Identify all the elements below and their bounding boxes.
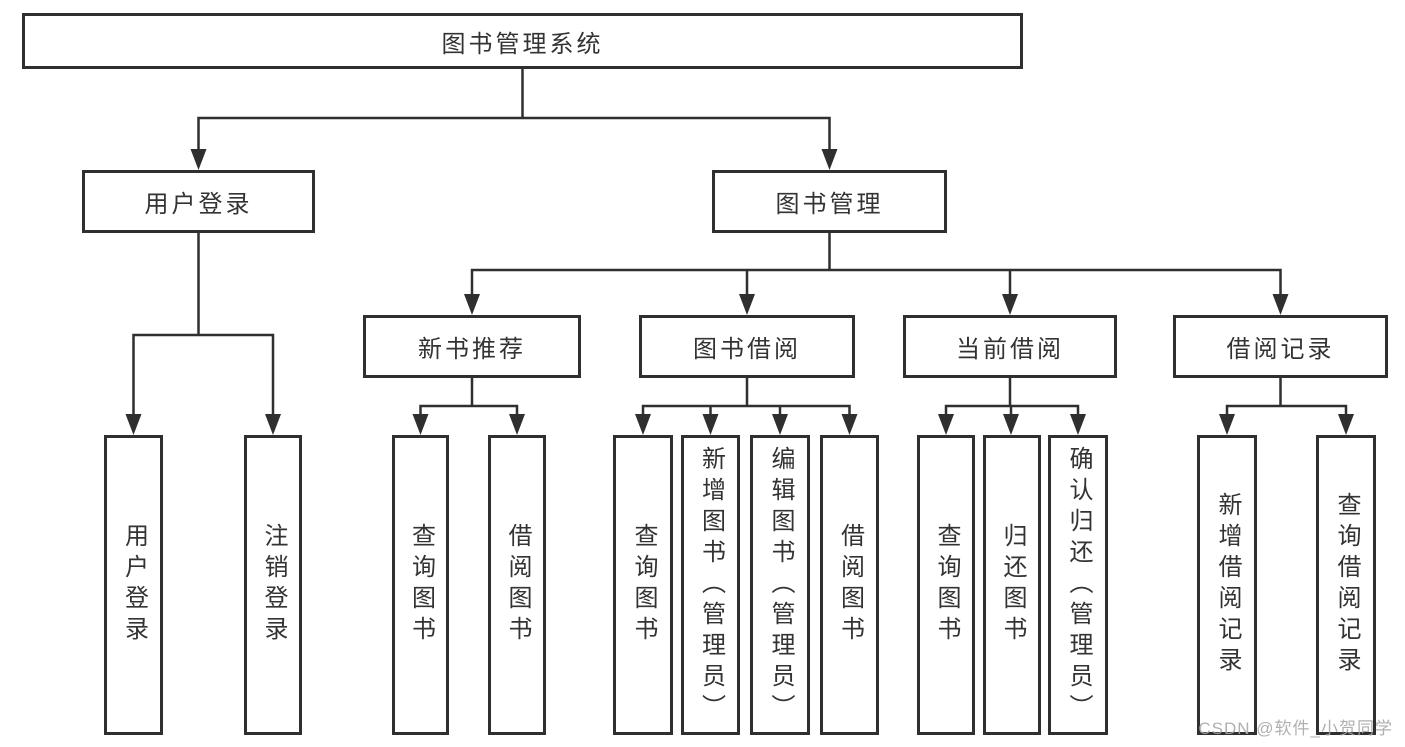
leaf-user-login: 用户登录 [104, 435, 163, 735]
leaf-query-borrow-record: 查询借阅记录 [1316, 435, 1376, 735]
leaf-borrow-books-recommend: 借阅图书 [488, 435, 546, 735]
leaf-edit-books-admin: 编辑图书（管理员） [750, 435, 810, 735]
leaf-borrow-books: 借阅图书 [820, 435, 879, 735]
node-book-management: 图书管理 [712, 170, 947, 233]
leaf-confirm-return-admin: 确认归还（管理员） [1048, 435, 1108, 735]
node-book-borrowing: 图书借阅 [639, 315, 855, 378]
leaf-query-books-recommend: 查询图书 [392, 435, 449, 735]
leaf-query-books-borrow: 查询图书 [613, 435, 673, 735]
node-borrowing-records: 借阅记录 [1173, 315, 1388, 378]
leaf-logout: 注销登录 [244, 435, 302, 735]
node-library-system: 图书管理系统 [22, 13, 1023, 69]
node-new-book-recommendation: 新书推荐 [363, 315, 581, 378]
node-user-login: 用户登录 [82, 170, 315, 233]
leaf-return-books: 归还图书 [983, 435, 1041, 735]
watermark: CSDN @软件_小贺同学 [1198, 719, 1393, 738]
node-current-borrowing: 当前借阅 [903, 315, 1117, 378]
leaf-add-borrow-record: 新增借阅记录 [1197, 435, 1257, 735]
leaf-query-books-current: 查询图书 [917, 435, 975, 735]
leaf-add-books-admin: 新增图书（管理员） [681, 435, 740, 735]
